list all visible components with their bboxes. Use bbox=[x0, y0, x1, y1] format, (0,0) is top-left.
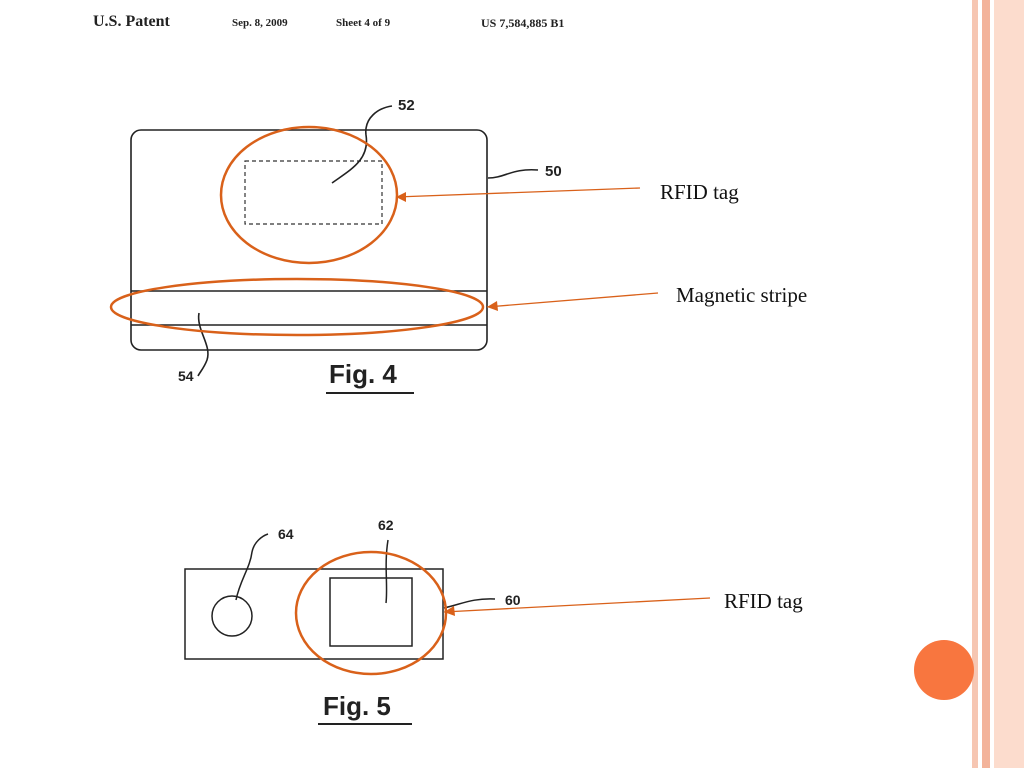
fig5-rfid-pointer-line bbox=[443, 597, 711, 613]
fig4-ref-54: 54 bbox=[178, 368, 194, 384]
fig4-leader-50 bbox=[487, 168, 539, 179]
fig5-rfid-callout: RFID tag bbox=[724, 589, 803, 613]
fig4-leader-52 bbox=[331, 105, 393, 184]
fig5-ref-62: 62 bbox=[378, 517, 394, 533]
slide-border-gap bbox=[990, 0, 994, 768]
fig4-leader-54 bbox=[197, 312, 209, 377]
slide-border-panel bbox=[994, 0, 1024, 768]
fig4-annotations: RFID tag Magnetic stripe bbox=[109, 125, 807, 337]
fig5-annotations: RFID tag bbox=[294, 550, 803, 676]
slide-border-gap bbox=[979, 0, 982, 768]
patent-date: Sep. 8, 2009 bbox=[232, 17, 288, 29]
fig5-drawing: 64 62 60 Fig. 5 bbox=[184, 517, 521, 725]
fig4-caption: Fig. 4 bbox=[329, 359, 397, 389]
fig5-rfid-arrowhead bbox=[444, 606, 455, 616]
fig4-rfid-pointer-line bbox=[395, 187, 641, 198]
fig5-leader-60 bbox=[443, 598, 496, 609]
fig5-hole bbox=[211, 595, 253, 637]
fig5-rfid-tag bbox=[329, 577, 413, 647]
fig5-device-outline bbox=[184, 568, 444, 660]
fig5-leader-62 bbox=[385, 539, 389, 604]
slide-border-stripe bbox=[972, 0, 978, 768]
fig5-leader-64 bbox=[235, 533, 269, 601]
patent-sheet: Sheet 4 of 9 bbox=[336, 17, 391, 29]
slide-border-stripe bbox=[982, 0, 990, 768]
fig4-card-outline bbox=[130, 129, 488, 351]
fig4-stripe-pointer-line bbox=[486, 292, 659, 308]
fig5-caption: Fig. 5 bbox=[323, 691, 391, 721]
fig4-stripe-highlight-ellipse bbox=[109, 277, 485, 337]
fig5-ref-60: 60 bbox=[505, 592, 521, 608]
fig5-rfid-highlight-circle bbox=[294, 550, 448, 676]
patent-label: U.S. Patent bbox=[93, 13, 170, 30]
fig5-ref-64: 64 bbox=[278, 526, 294, 542]
fig4-rfid-arrowhead bbox=[396, 192, 406, 202]
fig4-rfid-tag-dashed bbox=[244, 160, 383, 225]
fig4-rfid-highlight-circle bbox=[219, 125, 399, 265]
accent-circle-decoration bbox=[914, 640, 974, 700]
fig4-stripe-callout: Magnetic stripe bbox=[676, 283, 807, 307]
fig4-drawing: 52 50 54 Fig. 4 bbox=[130, 97, 562, 394]
patent-number: US 7,584,885 B1 bbox=[481, 16, 565, 30]
fig4-stripe-arrowhead bbox=[487, 301, 498, 311]
fig4-rfid-callout: RFID tag bbox=[660, 180, 739, 204]
fig4-ref-50: 50 bbox=[545, 163, 562, 180]
fig4-ref-52: 52 bbox=[398, 97, 415, 114]
